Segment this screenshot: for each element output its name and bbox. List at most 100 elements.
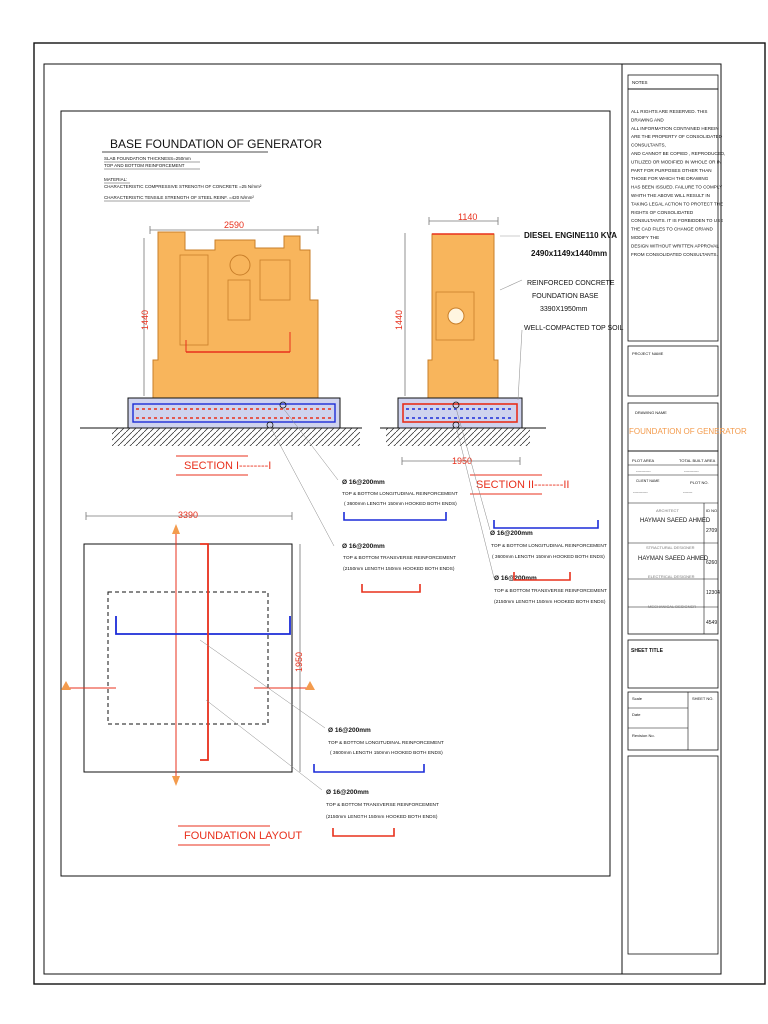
rights-text-line: THOSE FOR WHICH THE DRAWING [631,176,709,181]
rights-text-line: UTILIZED OR MODIFIED IN WHOLE OR IN [631,159,721,164]
rights-text-line: CONSULTANTS. IT IS FORBIDDEN TO USE [631,218,723,223]
rights-text-line: HAS BEEN ISSUED. FAILURE TO COMPLY [631,185,722,190]
section-1-label: SECTION I--------I [184,460,271,472]
rights-text-line: DESIGN WITHOUT WRITTEN APPROVAL [631,243,719,248]
drawing-title: BASE FOUNDATION OF GENERATOR [110,137,322,151]
svg-text:Ø 16@200mm: Ø 16@200mm [342,479,385,486]
plot-area-label: PLOT AREA [632,458,654,463]
note-line: CHARACTERISTIC TENSILE STRENGTH OF STEEL… [104,195,254,200]
engine-footprint [107,591,269,725]
project-name-label: PROJECT NAME [632,351,664,356]
dim-1950-base: 1950 [452,456,472,466]
svg-text:TOP & BOTTOM LONGITUDINAL REIN: TOP & BOTTOM LONGITUDINAL REINFORCEMENT [328,740,444,746]
section-2-elevation: 1140 1440 1950 SECTION II--------II [380,212,569,495]
base-label-1: REINFORCED CONCRETE [527,280,615,287]
svg-text:Ø 16@200mm: Ø 16@200mm [494,575,537,582]
plot-no-value: ------- [683,489,693,494]
architect-id: 2709 [706,528,717,534]
mechanical-label: MECHANICAL DESIGNER [648,604,696,609]
rights-text-line: FROM CONSOLIDATED CONSULTANTS. [631,252,718,257]
rebar-callout-longitudinal-2: Ø 16@200mm TOP & BOTTOM LONGITUDINAL REI… [490,520,607,560]
note-line: MATERIAL: [104,177,127,182]
note-line: CHARACTERISTIC COMPRESSIVE STRENGTH OF C… [104,184,262,189]
rights-text-line: THE CAD FILES TO CHANGE OR/AND [631,227,713,232]
rights-text-line: MODIFY THE [631,235,659,240]
dim-1440: 1440 [140,310,150,330]
dim-1440-b: 1440 [394,310,404,330]
structural-name: HAYMAN SAEED AHMED [638,556,709,562]
svg-text:TOP & BOTTOM LONGITUDINAL REIN: TOP & BOTTOM LONGITUDINAL REINFORCEMENT [342,491,458,497]
rebar-callout-transverse-2: Ø 16@200mm TOP & BOTTOM TRANSVERSE REINF… [494,572,607,605]
scale-label: Scale [632,696,643,701]
client-name-label: CLIENT NAME [636,479,660,483]
architect-name: HAYMAN SAEED AHMED [640,518,711,524]
revision-label: Revision No. [632,733,655,738]
notes-header: NOTES [632,80,648,85]
rights-text-line: RIGHTS OF CONSOLIDATED [631,210,694,215]
dim-1140: 1140 [458,212,477,222]
svg-text:TOP & BOTTOM LONGITUDINAL REIN: TOP & BOTTOM LONGITUDINAL REINFORCEMENT [491,543,607,549]
svg-text:TOP & BOTTOM TRANSVERSE REINFO: TOP & BOTTOM TRANSVERSE REINFORCEMENT [343,555,456,561]
rights-text-line: ARE THE PROPERTY OF CONSOLIDATED [631,134,723,139]
sheet-title-label: SHEET TITLE [631,648,664,654]
drawing-frame [60,110,611,877]
foundation-layout-plan: 3390 1950 FOUNDATION LAYOUT [61,510,315,846]
structural-label: STRACTURAL DESIGNER [646,545,695,550]
rebar-callout-longitudinal: Ø 16@200mm TOP & BOTTOM LONGITUDINAL REI… [342,479,458,521]
rebar-callout-plan-longitudinal: Ø 16@200mm TOP & BOTTOM LONGITUDINAL REI… [313,727,444,773]
client-name-value: ----------- [633,489,648,494]
concrete-base-section-1 [127,397,341,429]
id-no-label: ID NO. [706,508,718,513]
engine-annotations: DIESEL ENGINE110 KVA 2490x1149x1440mm RE… [524,231,624,332]
engine-label: DIESEL ENGINE110 KVA [524,231,617,240]
structural-id: 6260 [706,560,717,566]
mechanical-id: 4549 [706,620,717,626]
total-built-label: TOTAL BUILT AREA [679,458,716,463]
svg-text:(2150mm LENGTH 150mm HOOKED BO: (2150mm LENGTH 150mm HOOKED BOTH ENDS) [326,814,438,820]
rights-text-line: DRAWING AND [631,117,664,122]
svg-text:Ø 16@200mm: Ø 16@200mm [490,530,533,537]
drawing-name-label: DRAWING NAME [635,410,667,415]
slab-outline [83,543,293,773]
outer-border [33,42,766,985]
soil-label: WELL-COMPACTED TOP SOIL [524,325,624,332]
electrical-label: ELECTRICAL DESIGNER [648,574,695,579]
electrical-id: 12304 [706,590,720,596]
svg-text:Ø 16@200mm: Ø 16@200mm [326,789,369,796]
note-line: TOP AND BOTTOM REINFORCEMENT [104,163,185,168]
rights-text-line: WHITH THE ABOVE WILL RESULT IN [631,193,710,198]
rights-text-line: PART FOR PURPOSES OTHER THAN [631,168,712,173]
dim-3390: 3390 [178,510,198,520]
svg-text:(2150mm LENGTH 150mm HOOKED BO: (2150mm LENGTH 150mm HOOKED BOTH ENDS) [343,566,455,572]
rights-text-line: ALL RIGHTS ARE RESERVED. THIS [631,109,708,114]
engine-dims: 2490x1149x1440mm [531,249,607,258]
rights-text: ALL RIGHTS ARE RESERVED. THIS DRAWING AND… [631,109,725,257]
concrete-base-section-2 [397,397,523,429]
svg-text:TOP & BOTTOM TRANSVERSE REINFO: TOP & BOTTOM TRANSVERSE REINFORCEMENT [326,802,439,808]
base-label-2: FOUNDATION BASE [532,293,599,300]
section-2-label: SECTION II--------II [476,479,569,491]
total-built-value: ----------- [684,468,699,473]
svg-text:( 3600mm LENGTH 150mm HOOKED B: ( 3600mm LENGTH 150mm HOOKED BOTH ENDS) [344,501,457,507]
inner-border [43,63,722,975]
svg-text:(2150mm LENGTH 150mm HOOKED BO: (2150mm LENGTH 150mm HOOKED BOTH ENDS) [494,599,606,605]
rebar-callout-plan-transverse: Ø 16@200mm TOP & BOTTOM TRANSVERSE REINF… [326,789,439,837]
rights-text-line: AND CANNOT BE COPIED , REPRODUCED, [631,151,725,156]
layout-label: FOUNDATION LAYOUT [184,830,302,842]
svg-text:TOP & BOTTOM TRANSVERSE REINFO: TOP & BOTTOM TRANSVERSE REINFORCEMENT [494,588,607,594]
rights-text-line: ALL INFORMATION CONTAINED HEREIN [631,126,719,131]
rights-text-line: CONSULTANTS, [631,143,666,148]
dim-1950: 1950 [294,652,304,672]
note-line: SLAB FOUNDATION THICKNESS=250mm [104,156,191,161]
design-notes: SLAB FOUNDATION THICKNESS=250mm TOP AND … [104,156,262,202]
svg-text:( 3600mm LENGTH 150mm HOOKED B: ( 3600mm LENGTH 150mm HOOKED BOTH ENDS) [492,554,605,560]
date-label: Date [632,712,641,717]
svg-text:( 3600mm LENGTH 150mm HOOKED B: ( 3600mm LENGTH 150mm HOOKED BOTH ENDS) [330,750,443,756]
rebar-callout-transverse: Ø 16@200mm TOP & BOTTOM TRANSVERSE REINF… [342,543,456,593]
title-block: NOTES PROJECT NAME DRAWING NAME FOUNDATI… [627,74,747,955]
drawing-name: FOUNDATION OF GENERATOR [629,427,747,436]
svg-text:Ø 16@200mm: Ø 16@200mm [342,543,385,550]
sheet-no-label: SHEET NO. [692,696,714,701]
base-label-3: 3390X1950mm [540,306,588,313]
